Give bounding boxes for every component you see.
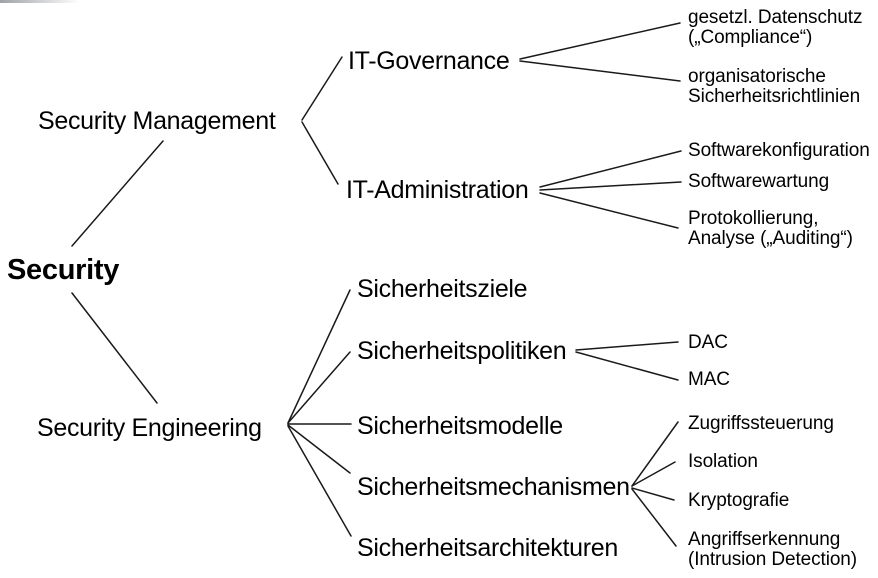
- edge-mechanismen-kryptografie: [631, 487, 675, 501]
- edge-engineering-politiken: [287, 351, 351, 424]
- edge-governance-richtlinien: [519, 60, 681, 82]
- edge-management-administration: [301, 121, 339, 185]
- edge-administration-protokollierung: [539, 192, 679, 229]
- node-sicherheitspolitiken: Sicherheitspolitiken: [357, 337, 567, 365]
- node-organisatorische-sicherheitsrichtlinien: organisatorische Sicherheitsrichtlinien: [688, 66, 861, 107]
- node-isolation: Isolation: [688, 451, 758, 472]
- node-security: Security: [7, 254, 120, 286]
- edge-management-governance: [301, 56, 343, 121]
- edge-politiken-dac: [575, 341, 679, 351]
- edge-mechanismen-angriffserkennung: [631, 488, 677, 547]
- node-angriffserkennung-intrusion-detection: Angriffserkennung (Intrusion Detection): [688, 529, 857, 570]
- edge-administration-softwarewartung: [539, 181, 682, 191]
- edge-mechanismen-zugriffssteuerung: [631, 421, 679, 487]
- edge-mechanismen-isolation: [631, 461, 676, 487]
- top-edge-artifact: [0, 0, 80, 3]
- edge-engineering-ziele: [287, 289, 351, 424]
- node-security-engineering: Security Engineering: [37, 414, 262, 442]
- edge-governance-datenschutz: [519, 22, 681, 60]
- node-sicherheitsmechanismen: Sicherheitsmechanismen: [357, 473, 630, 501]
- edge-engineering-architekturen: [287, 425, 352, 537]
- node-gesetzl-datenschutz-compliance: gesetzl. Datenschutz („Compliance“): [688, 7, 863, 48]
- node-dac: DAC: [688, 332, 728, 353]
- node-sicherheitsarchitekturen: Sicherheitsarchitekturen: [357, 534, 618, 562]
- node-it-governance: IT-Governance: [348, 47, 510, 75]
- node-protokollierung-auditing: Protokollierung, Analyse („Auditing“): [688, 208, 853, 249]
- node-sicherheitsziele: Sicherheitsziele: [357, 275, 528, 303]
- node-it-administration: IT-Administration: [346, 176, 529, 204]
- edge-politiken-mac: [575, 351, 679, 381]
- node-kryptografie: Kryptografie: [688, 490, 790, 511]
- edge-administration-softwarekonfig: [539, 150, 682, 188]
- node-mac: MAC: [688, 369, 730, 390]
- node-security-management: Security Management: [38, 107, 276, 135]
- edge-security-engineering: [71, 292, 158, 404]
- edge-security-management: [71, 140, 164, 247]
- node-softwarekonfiguration: Softwarekonfiguration: [688, 140, 870, 161]
- node-sicherheitsmodelle: Sicherheitsmodelle: [357, 412, 563, 440]
- edge-engineering-mechanismen: [287, 424, 351, 474]
- node-zugriffssteuerung: Zugriffssteuerung: [688, 413, 834, 434]
- node-softwarewartung: Softwarewartung: [688, 171, 830, 192]
